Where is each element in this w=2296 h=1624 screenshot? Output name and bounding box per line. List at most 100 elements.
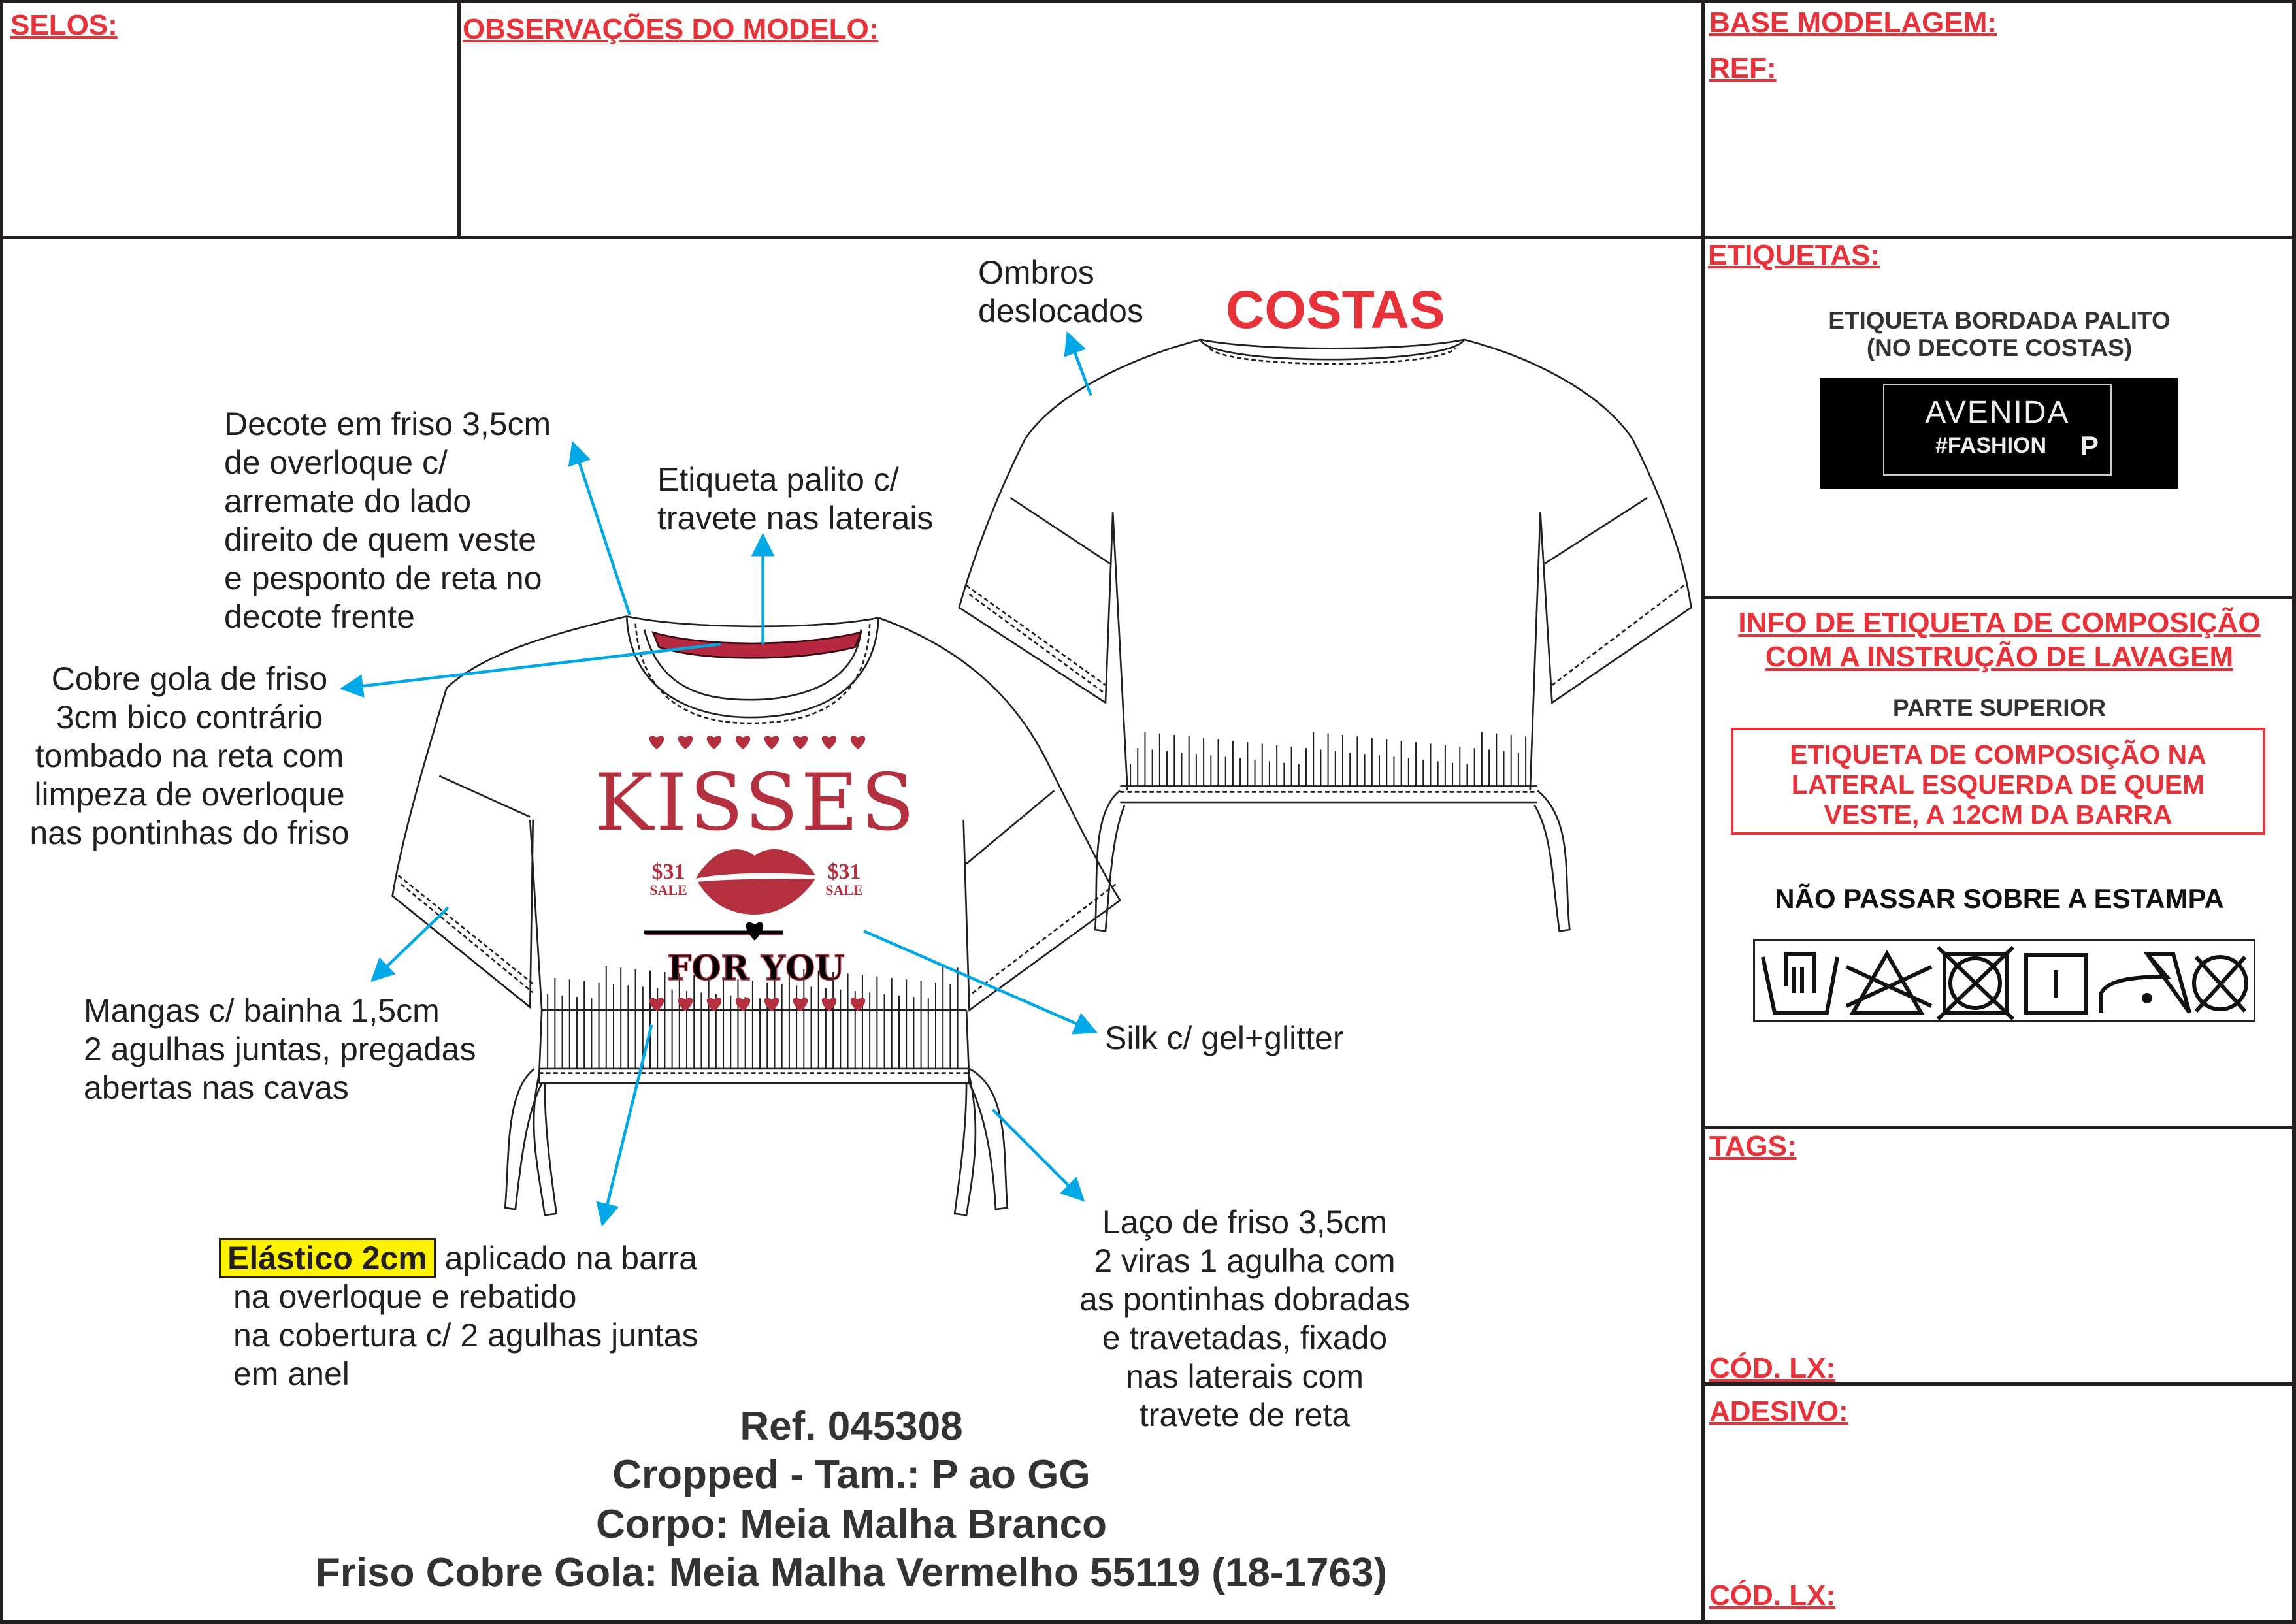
annotation-line: 2 viras 1 agulha com bbox=[1094, 1242, 1396, 1279]
annotation-ombros: Ombros deslocados bbox=[978, 253, 1143, 331]
divider-tags bbox=[1703, 1126, 2296, 1129]
annotation-line: as pontinhas dobradas bbox=[1079, 1281, 1410, 1318]
annotation-elastico: Elástico 2cm aplicado na barra na overlo… bbox=[219, 1238, 698, 1393]
label-size: P bbox=[2080, 430, 2099, 461]
care-symbols bbox=[1753, 939, 2255, 1022]
print-price-left: $31 bbox=[652, 860, 685, 884]
annotation-laco: Laço de friso 3,5cm 2 viras 1 agulha com… bbox=[1045, 1203, 1444, 1435]
heart-icon bbox=[678, 998, 693, 1011]
annotation-decote: Decote em friso 3,5cm de overloque c/ ar… bbox=[224, 405, 551, 636]
adesivo-heading: ADESIVO: bbox=[1709, 1395, 1848, 1427]
composicao-line: VESTE, A 12CM DA BARRA bbox=[1824, 800, 2173, 830]
heart-icon bbox=[850, 998, 866, 1011]
annotation-silk: Silk c/ gel+glitter bbox=[1105, 1020, 1344, 1056]
heart-icon bbox=[793, 998, 808, 1011]
cod-lx-1: CÓD. LX: bbox=[1709, 1352, 1836, 1384]
annotation-line: na cobertura c/ 2 agulhas juntas bbox=[233, 1317, 698, 1354]
divider-etiquetas bbox=[1703, 596, 2296, 599]
heart-icon bbox=[706, 736, 722, 749]
iron-low-icon bbox=[2099, 952, 2191, 1014]
hand-wash-icon bbox=[1761, 952, 1839, 1015]
composicao-box: ETIQUETA DE COMPOSIÇÃO NA LATERAL ESQUER… bbox=[1731, 728, 2265, 835]
composicao-line: LATERAL ESQUERDA DE QUEM bbox=[1791, 770, 2205, 800]
annotation-line: nas laterais com bbox=[1125, 1358, 1364, 1395]
tags-heading: TAGS: bbox=[1709, 1130, 1797, 1162]
costas-label: COSTAS bbox=[1226, 280, 1445, 340]
composicao-line: ETIQUETA DE COMPOSIÇÃO NA bbox=[1790, 739, 2206, 770]
annotation-line: tombado na reta com bbox=[35, 738, 344, 774]
heart-icon bbox=[735, 998, 751, 1011]
annotation-line: decote frente bbox=[224, 598, 415, 635]
heart-icon bbox=[793, 736, 808, 749]
label-brand: AVENIDA bbox=[1925, 395, 2070, 430]
annotation-line: nas pontinhas do friso bbox=[29, 815, 350, 851]
annotation-line: Decote em friso 3,5cm bbox=[224, 406, 551, 442]
do-not-tumble-dry-icon bbox=[1936, 945, 2015, 1021]
heart-icon bbox=[764, 736, 779, 749]
brand-label-image: AVENIDA #FASHION P bbox=[1820, 378, 2178, 489]
annotation-cobre-gola: Cobre gola de friso 3cm bico contrário t… bbox=[13, 660, 366, 853]
arrow-decote bbox=[568, 440, 631, 615]
print-subtitle: FOR YOU bbox=[667, 949, 844, 988]
annotation-line: aplicado na barra bbox=[435, 1240, 697, 1276]
etiqueta-desc-line: (NO DECOTE COSTAS) bbox=[1866, 334, 2133, 361]
annotation-mangas: Mangas c/ bainha 1,5cm 2 agulhas juntas,… bbox=[84, 992, 476, 1107]
do-not-bleach-icon bbox=[1845, 950, 1933, 1015]
frame-bottom bbox=[0, 1620, 2296, 1624]
heart-icon bbox=[649, 736, 664, 749]
divider-adesivo bbox=[1703, 1382, 2296, 1386]
annotation-line: Etiqueta palito c/ bbox=[657, 461, 899, 498]
annotation-line: direito de quem veste bbox=[224, 521, 537, 558]
heart-icon bbox=[821, 998, 837, 1011]
print-title: KISSES bbox=[595, 758, 917, 849]
annotation-line: 3cm bico contrário bbox=[56, 699, 323, 736]
etiquetas-heading: ETIQUETAS: bbox=[1708, 239, 1880, 271]
annotation-line: e pesponto de reta no bbox=[224, 560, 542, 596]
spec-model: Cropped - Tam.: P ao GG bbox=[612, 1452, 1091, 1497]
arrow-laco bbox=[991, 1109, 1085, 1202]
base-modelagem-heading: BASE MODELAGEM: bbox=[1709, 7, 1997, 39]
annotation-line: Ombros bbox=[978, 254, 1094, 291]
divider-top-row bbox=[0, 236, 2296, 239]
print-sale-right: SALE bbox=[825, 882, 862, 898]
annotation-line: arremate do lado bbox=[224, 483, 472, 519]
print-sale-left: SALE bbox=[649, 882, 687, 898]
annotation-line: Cobre gola de friso bbox=[51, 660, 328, 697]
elastico-highlight: Elástico 2cm bbox=[219, 1238, 436, 1278]
annotation-line: travete de reta bbox=[1139, 1397, 1351, 1433]
spec-ref: Ref. 045308 bbox=[740, 1404, 963, 1449]
annotation-line: limpeza de overloque bbox=[34, 776, 345, 813]
nao-passar: NÃO PASSAR SOBRE A ESTAMPA bbox=[1775, 883, 2224, 914]
annotation-line: Mangas c/ bainha 1,5cm bbox=[84, 992, 440, 1029]
annotation-line: na overloque e rebatido bbox=[233, 1278, 577, 1315]
annotation-line: travete nas laterais bbox=[657, 500, 934, 536]
heart-icon bbox=[821, 736, 837, 749]
label-tag: #FASHION bbox=[1935, 433, 2047, 458]
heart-icon bbox=[764, 998, 779, 1011]
heart-icon bbox=[706, 998, 722, 1011]
back-shirt-sketch bbox=[958, 338, 1692, 932]
heart-icon bbox=[678, 736, 693, 749]
spec-friso: Friso Cobre Gola: Meia Malha Vermelho 55… bbox=[315, 1550, 1388, 1595]
arrow-silk bbox=[863, 930, 1098, 1035]
etiqueta-desc: ETIQUETA BORDADA PALITO (NO DECOTE COSTA… bbox=[1703, 307, 2296, 362]
heart-icon bbox=[649, 998, 664, 1011]
ref-heading: REF: bbox=[1709, 52, 1777, 84]
selos-heading: SELOS: bbox=[10, 9, 118, 41]
arrow-ombros bbox=[1064, 331, 1092, 396]
heart-icon bbox=[735, 736, 751, 749]
annotation-line: abertas nas cavas bbox=[84, 1069, 349, 1106]
arrow-cobre-gola bbox=[339, 642, 721, 698]
arrow-mangas bbox=[370, 906, 450, 983]
spec-body: Corpo: Meia Malha Branco bbox=[596, 1502, 1107, 1547]
line-dry-icon bbox=[2024, 953, 2088, 1015]
divider-selos bbox=[457, 0, 461, 237]
frame-right bbox=[2292, 0, 2296, 1624]
frame-top bbox=[0, 0, 2296, 3]
front-shirt-sketch bbox=[391, 615, 1122, 1216]
info-heading: INFO DE ETIQUETA DE COMPOSIÇÃO COM A INS… bbox=[1703, 606, 2296, 674]
arrow-elastico bbox=[596, 1024, 653, 1227]
lips-graphic bbox=[696, 849, 815, 915]
divider-right-column bbox=[1701, 0, 1705, 1624]
